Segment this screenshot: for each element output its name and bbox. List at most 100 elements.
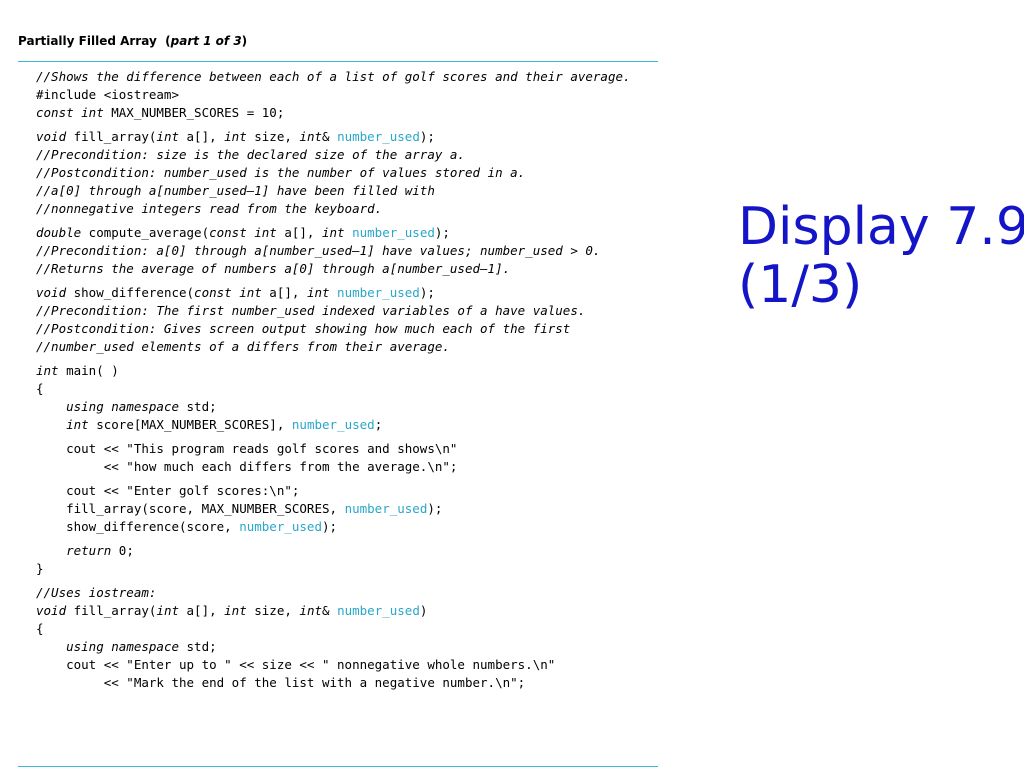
code-line: fill_array(score, MAX_NUMBER_SCORES, num…: [36, 500, 676, 518]
page-title: Partially Filled Array (part 1 of 3): [18, 34, 247, 48]
display-caption: Display 7.9 (1/3): [738, 198, 1024, 314]
code-line: << "how much each differs from the avera…: [36, 458, 676, 476]
title-text: Partially Filled Array (: [18, 34, 171, 48]
code-line: //a[0] through a[number_used–1] have bee…: [36, 182, 676, 200]
code-line: const int MAX_NUMBER_SCORES = 10;: [36, 104, 676, 122]
code-line: cout << "Enter golf scores:\n";: [36, 482, 676, 500]
code-line: << "Mark the end of the list with a nega…: [36, 674, 676, 692]
code-token: a[],: [276, 225, 322, 240]
code-line: //Precondition: The first number_used in…: [36, 302, 676, 320]
code-token: double: [36, 225, 82, 240]
code-line: //Postcondition: Gives screen output sho…: [36, 320, 676, 338]
code-token: int: [36, 363, 59, 378]
code-line: //Shows the difference between each of a…: [36, 68, 676, 86]
code-line: //Postcondition: number_used is the numb…: [36, 164, 676, 182]
code-token: int: [321, 225, 345, 240]
code-line: show_difference(score, number_used);: [36, 518, 676, 536]
code-token: size,: [246, 129, 300, 144]
code-token: const int: [209, 225, 277, 240]
code-line: return 0;: [36, 542, 676, 560]
code-line: //Precondition: size is the declared siz…: [36, 146, 676, 164]
title-close-text: ): [241, 34, 248, 48]
code-token: fill_array(: [66, 603, 157, 618]
code-line: //Uses iostream:: [36, 584, 676, 602]
code-token: int: [224, 603, 247, 618]
top-divider: [18, 61, 658, 62]
code-token: //number_used elements of a differs from…: [36, 339, 450, 354]
code-token: const int: [36, 105, 104, 120]
code-token: void: [36, 285, 67, 300]
code-token: score[MAX_NUMBER_SCORES],: [88, 417, 292, 432]
code-token: //Uses iostream:: [36, 585, 157, 600]
code-line: using namespace std;: [36, 638, 676, 656]
code-token: void: [36, 603, 67, 618]
code-token: int: [306, 285, 330, 300]
code-token: using namespace: [66, 639, 179, 654]
code-token: using namespace: [66, 399, 179, 414]
code-line: //nonnegative integers read from the key…: [36, 200, 676, 218]
code-token: //Precondition: a[0] through a[number_us…: [36, 243, 601, 258]
code-token: int: [156, 129, 179, 144]
code-line: }: [36, 560, 676, 578]
code-line: using namespace std;: [36, 398, 676, 416]
code-token: std;: [179, 399, 217, 414]
code-token: &: [322, 603, 338, 618]
code-token: &: [322, 129, 338, 144]
code-listing: //Shows the difference between each of a…: [36, 68, 676, 692]
code-token: cout << "This program reads golf scores …: [36, 441, 458, 456]
code-identifier: number_used: [337, 129, 420, 144]
code-token: //Precondition: The first number_used in…: [36, 303, 586, 318]
code-identifier: number_used: [239, 519, 322, 534]
code-token: );: [419, 285, 435, 300]
code-token: a[],: [179, 603, 225, 618]
code-identifier: number_used: [337, 603, 420, 618]
code-token: << "Mark the end of the list with a nega…: [36, 675, 526, 690]
code-line: int score[MAX_NUMBER_SCORES], number_use…: [36, 416, 676, 434]
code-token: //nonnegative integers read from the key…: [36, 201, 383, 216]
code-identifier: number_used: [344, 501, 428, 516]
code-token: << "how much each differs from the avera…: [36, 459, 458, 474]
code-token: int: [156, 603, 179, 618]
code-token: }: [36, 561, 44, 576]
code-line: {: [36, 620, 676, 638]
code-line: void fill_array(int a[], int size, int& …: [36, 128, 676, 146]
code-token: [345, 225, 353, 240]
code-line: //number_used elements of a differs from…: [36, 338, 676, 356]
code-line: void fill_array(int a[], int size, int& …: [36, 602, 676, 620]
title-part-text: part 1 of 3: [170, 34, 242, 48]
code-token: );: [419, 129, 435, 144]
code-token: );: [427, 501, 443, 516]
code-token: {: [36, 621, 44, 636]
code-token: );: [434, 225, 450, 240]
code-token: cout << "Enter golf scores:\n";: [36, 483, 300, 498]
code-token: ): [419, 603, 428, 618]
code-token: //Returns the average of numbers a[0] th…: [36, 261, 511, 276]
code-line: //Precondition: a[0] through a[number_us…: [36, 242, 676, 260]
code-line: cout << "Enter up to " << size << " nonn…: [36, 656, 676, 674]
code-token: 0;: [111, 543, 134, 558]
code-token: a[],: [179, 129, 225, 144]
code-token: //Shows the difference between each of a…: [36, 69, 631, 84]
code-token: //Precondition: size is the declared siz…: [36, 147, 465, 162]
code-token: const int: [194, 285, 262, 300]
code-token: //a[0] through a[number_used–1] have bee…: [36, 183, 435, 198]
code-token: {: [36, 381, 44, 396]
code-token: int: [224, 129, 247, 144]
code-token: main( ): [58, 363, 119, 378]
code-token: [36, 639, 66, 654]
code-token: cout << "Enter up to " << size << " nonn…: [36, 657, 556, 672]
code-token: [36, 543, 66, 558]
caption-line-2: (1/3): [738, 255, 863, 315]
code-token: ;: [374, 417, 383, 432]
bottom-divider: [18, 766, 658, 767]
code-token: //Postcondition: Gives screen output sho…: [36, 321, 571, 336]
code-identifier: number_used: [352, 225, 435, 240]
code-token: return: [66, 543, 112, 558]
code-token: [330, 285, 338, 300]
code-token: [36, 417, 66, 432]
code-token: MAX_NUMBER_SCORES = 10;: [103, 105, 285, 120]
code-line: {: [36, 380, 676, 398]
code-identifier: number_used: [337, 285, 420, 300]
code-token: fill_array(: [66, 129, 157, 144]
code-line: //Returns the average of numbers a[0] th…: [36, 260, 676, 278]
